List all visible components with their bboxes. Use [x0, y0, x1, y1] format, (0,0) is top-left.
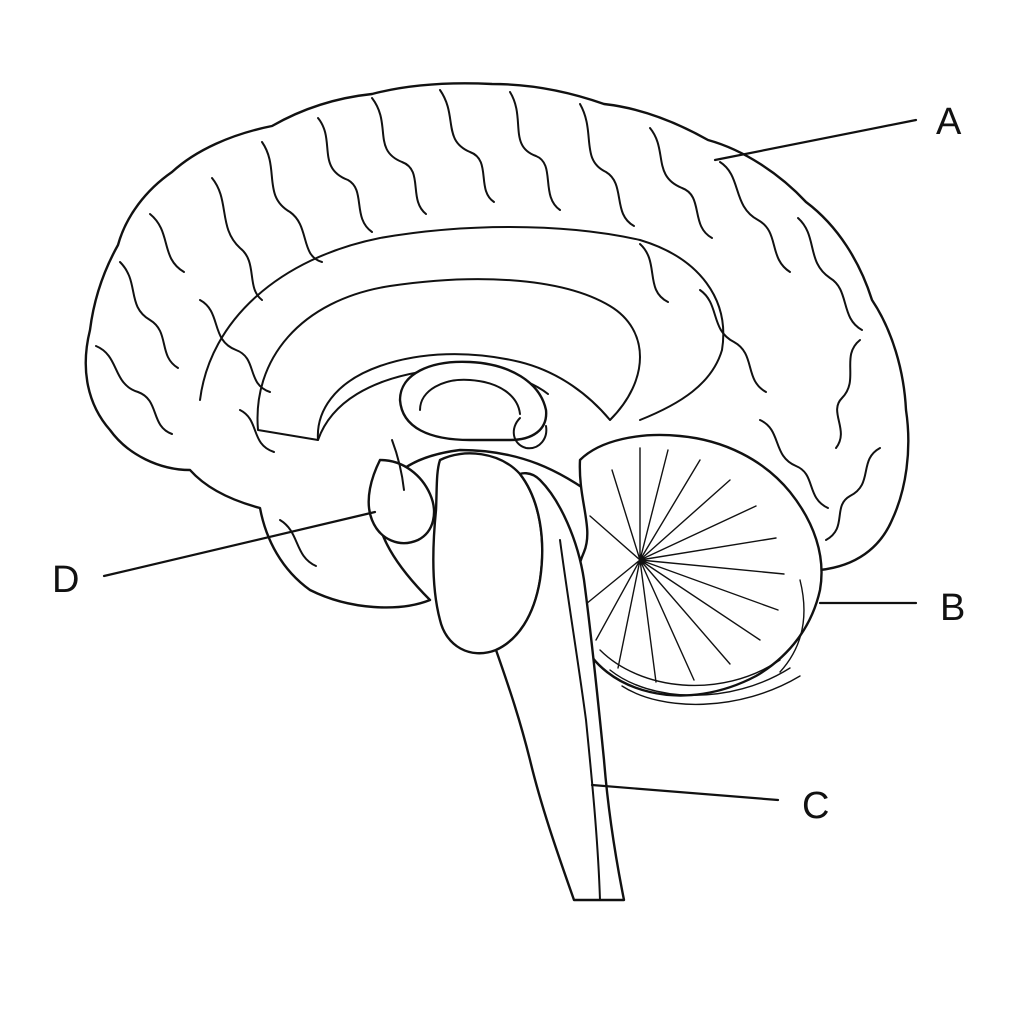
sulcus — [199, 299, 271, 393]
sulcus — [759, 419, 829, 509]
sulcus — [825, 447, 881, 541]
sulcus — [317, 117, 373, 233]
hypothalamus-pituitary — [367, 439, 436, 545]
sulcus — [149, 213, 185, 273]
sulcus — [649, 127, 713, 239]
brainstem — [432, 452, 626, 902]
sulcus — [211, 177, 263, 301]
label-c: C — [802, 785, 829, 827]
sulcus — [371, 97, 427, 215]
sulcus — [279, 519, 317, 567]
leader-line-a — [713, 118, 918, 162]
sulcus — [119, 261, 179, 369]
sulcus — [579, 103, 635, 227]
sulcus — [261, 141, 323, 263]
label-a: A — [936, 101, 962, 143]
pituitary — [367, 458, 436, 545]
sulcus — [719, 161, 791, 273]
cerebellar-folia — [599, 579, 805, 706]
pineal-region — [512, 417, 548, 450]
sulcus — [797, 217, 863, 331]
central-canal — [559, 539, 601, 901]
sulcus — [835, 339, 861, 449]
arbor-vitae — [585, 447, 785, 683]
corpus-callosum — [256, 278, 641, 441]
sulcus — [639, 243, 669, 303]
label-b: B — [940, 587, 965, 629]
sulcus — [95, 345, 173, 435]
sulcus — [239, 409, 275, 453]
sulcus — [509, 91, 561, 211]
cerebellum — [572, 433, 823, 706]
sulcus — [439, 89, 495, 203]
leader-line-c — [590, 783, 780, 802]
leader-line-d — [102, 510, 377, 578]
third-ventricle — [419, 378, 521, 415]
label-d: D — [52, 559, 79, 601]
diencephalon — [398, 360, 548, 450]
thalamus — [398, 360, 548, 442]
infundibulum — [391, 439, 405, 491]
sulcus — [699, 289, 767, 393]
cingulate-gyrus — [199, 226, 725, 421]
